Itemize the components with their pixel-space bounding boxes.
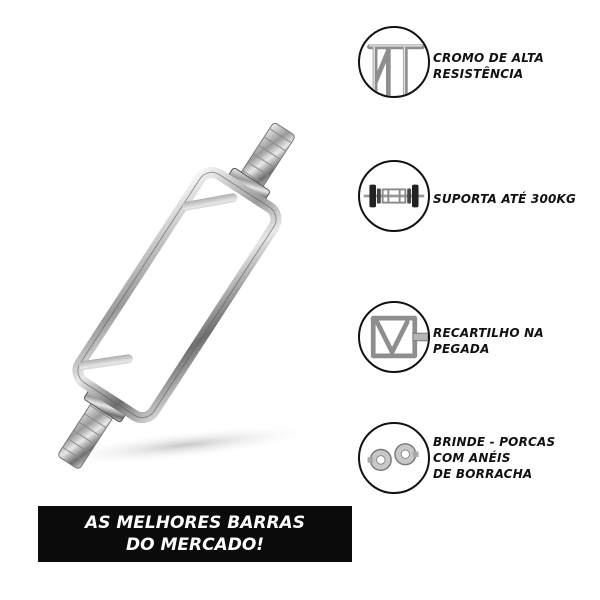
feature-chrome-text: CROMO DE ALTA RESISTÊNCIA bbox=[433, 50, 544, 82]
barbell-with-plates-icon bbox=[358, 160, 430, 232]
feature-knurling-text: RECARTILHO NA PEGADA bbox=[433, 325, 544, 357]
feature-line: BRINDE - PORCAS bbox=[433, 435, 556, 449]
knurled-grip-icon bbox=[358, 301, 430, 373]
lock-nuts-icon bbox=[358, 422, 430, 494]
feature-line: PEGADA bbox=[433, 342, 490, 356]
banner-line: AS MELHORES BARRAS bbox=[85, 513, 305, 533]
banner-line: DO MERCADO! bbox=[125, 535, 265, 555]
promo-banner: AS MELHORES BARRAS DO MERCADO! bbox=[38, 506, 352, 562]
chrome-frame-icon bbox=[358, 26, 430, 98]
feature-line: COM ANÉIS bbox=[433, 451, 511, 465]
feature-line: DE BORRACHA bbox=[433, 467, 533, 481]
feature-capacity-text: SUPORTA ATÉ 300KG bbox=[433, 191, 576, 207]
floor-shadow bbox=[50, 425, 320, 465]
feature-line: SUPORTA ATÉ 300KG bbox=[433, 192, 577, 206]
feature-gift-text: BRINDE - PORCAS COM ANÉIS DE BORRACHA bbox=[433, 434, 555, 482]
feature-line: CROMO DE ALTA bbox=[433, 51, 544, 65]
feature-line: RECARTILHO NA bbox=[433, 326, 544, 340]
feature-line: RESISTÊNCIA bbox=[433, 67, 524, 81]
